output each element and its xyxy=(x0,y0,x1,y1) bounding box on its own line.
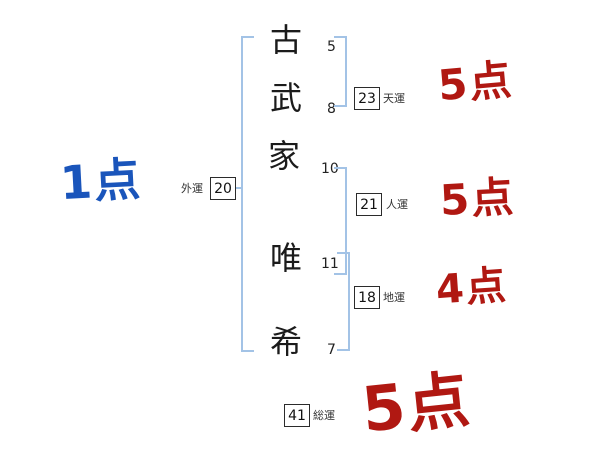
earth-luck-score: 4点 xyxy=(434,262,510,314)
person-luck-label: 人運 xyxy=(386,198,408,211)
stroke-count-1: 5 xyxy=(327,39,336,55)
stroke-count-5: 7 xyxy=(327,342,336,358)
outer-luck-score: 1点 xyxy=(58,151,144,211)
outer-luck-bracket xyxy=(241,36,254,352)
total-luck-score: 5点 xyxy=(358,362,475,447)
heaven-luck-value-box: 23 xyxy=(354,87,380,110)
heaven-luck-bracket xyxy=(334,36,347,107)
total-luck-value-box: 41 xyxy=(284,404,310,427)
earth-luck-bracket xyxy=(337,252,350,351)
heaven-luck-label: 天運 xyxy=(383,92,405,105)
name-char-2: 武 xyxy=(270,79,303,117)
outer-luck-label: 外運 xyxy=(181,182,203,195)
stroke-count-2: 8 xyxy=(327,101,336,117)
name-char-5: 希 xyxy=(270,323,303,361)
stroke-count-4: 11 xyxy=(321,256,339,272)
person-luck-value-box: 21 xyxy=(356,193,382,216)
total-luck-label: 総運 xyxy=(313,409,335,422)
name-char-4: 唯 xyxy=(270,239,303,277)
heaven-luck-score: 5点 xyxy=(435,54,516,111)
earth-luck-label: 地運 xyxy=(383,291,405,304)
person-luck-score: 5点 xyxy=(438,172,517,225)
outer-luck-value-box: 20 xyxy=(210,177,236,200)
stroke-count-3: 10 xyxy=(321,161,339,177)
person-luck-bracket xyxy=(334,167,347,275)
earth-luck-value-box: 18 xyxy=(354,286,380,309)
name-char-1: 古 xyxy=(270,21,303,59)
name-char-3: 家 xyxy=(268,137,301,175)
